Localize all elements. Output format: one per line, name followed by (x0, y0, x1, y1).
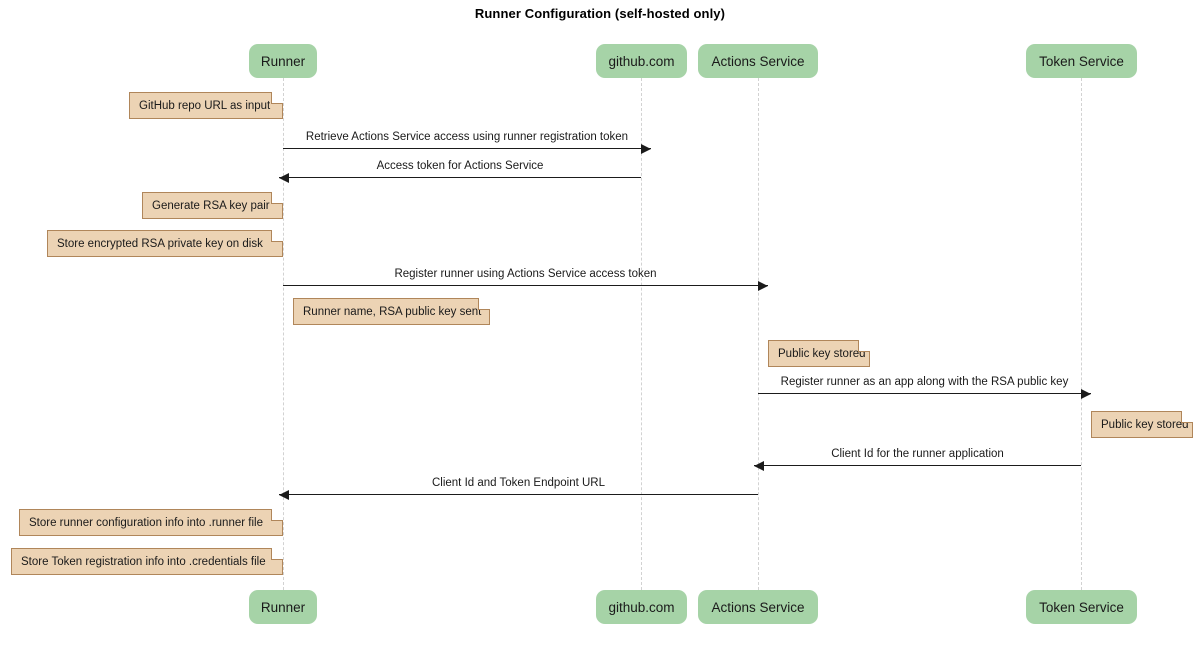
msg-access-token-label: Access token for Actions Service (376, 160, 544, 172)
participant-label: Actions Service (711, 53, 805, 69)
note-public-key-actions: Public key stored (768, 340, 870, 367)
note-repo-url: GitHub repo URL as input (129, 92, 283, 119)
msg-client-id-token-url-arrowhead (279, 490, 289, 500)
msg-client-id-arrowhead (754, 461, 764, 471)
msg-client-id-token-url-label: Client Id and Token Endpoint URL (431, 477, 606, 489)
note-text: Public key stored (1101, 418, 1189, 431)
msg-client-id-label: Client Id for the runner application (831, 448, 1004, 460)
msg-register-app-line (758, 393, 1091, 394)
msg-access-token-arrowhead (279, 173, 289, 183)
msg-retrieve-access-arrowhead (641, 144, 651, 154)
lifeline-actions (758, 78, 759, 590)
participant-footer-token[interactable]: Token Service (1026, 590, 1137, 624)
msg-register-app-label: Register runner as an app along with the… (780, 376, 1069, 388)
note-text: Generate RSA key pair (152, 199, 270, 212)
note-store-credentials-file: Store Token registration info into .cred… (11, 548, 283, 575)
lifeline-runner (283, 78, 284, 590)
participant-label: Runner (260, 53, 306, 69)
participant-label: github.com (608, 53, 675, 69)
note-public-key-token: Public key stored (1091, 411, 1193, 438)
msg-client-id-token-url-line (279, 494, 758, 495)
participant-footer-github[interactable]: github.com (596, 590, 687, 624)
participant-header-actions[interactable]: Actions Service (698, 44, 818, 78)
participant-label: Token Service (1039, 599, 1124, 615)
msg-retrieve-access-line (283, 148, 651, 149)
participant-label: Actions Service (711, 599, 805, 615)
note-fold-corner-icon (271, 192, 283, 204)
lifeline-github (641, 78, 642, 590)
note-text: Store runner configuration info into .ru… (29, 516, 263, 529)
msg-access-token-line (279, 177, 641, 178)
participant-label: Runner (260, 599, 306, 615)
msg-register-runner-label: Register runner using Actions Service ac… (394, 268, 657, 280)
note-generate-rsa: Generate RSA key pair (142, 192, 283, 219)
note-store-private-key: Store encrypted RSA private key on disk (47, 230, 283, 257)
participant-footer-runner[interactable]: Runner (249, 590, 317, 624)
note-text: Public key stored (778, 347, 866, 360)
note-text: Store Token registration info into .cred… (21, 555, 266, 568)
note-store-runner-file: Store runner configuration info into .ru… (19, 509, 283, 536)
msg-register-runner-arrowhead (758, 281, 768, 291)
note-fold-corner-icon (1181, 411, 1193, 423)
participant-header-github[interactable]: github.com (596, 44, 687, 78)
participant-label: Token Service (1039, 53, 1124, 69)
note-fold-corner-icon (271, 509, 283, 521)
msg-retrieve-access-label: Retrieve Actions Service access using ru… (305, 131, 629, 143)
participant-header-token[interactable]: Token Service (1026, 44, 1137, 78)
note-runner-name-key: Runner name, RSA public key sent (293, 298, 490, 325)
note-text: GitHub repo URL as input (139, 99, 271, 112)
note-fold-corner-icon (271, 548, 283, 560)
note-text: Runner name, RSA public key sent (303, 305, 482, 318)
note-fold-corner-icon (858, 340, 870, 352)
participant-label: github.com (608, 599, 675, 615)
msg-register-runner-line (283, 285, 768, 286)
note-text: Store encrypted RSA private key on disk (57, 237, 263, 250)
note-fold-corner-icon (478, 298, 490, 310)
participant-header-runner[interactable]: Runner (249, 44, 317, 78)
page-title: Runner Configuration (self-hosted only) (474, 6, 726, 21)
note-fold-corner-icon (271, 92, 283, 104)
note-fold-corner-icon (271, 230, 283, 242)
participant-footer-actions[interactable]: Actions Service (698, 590, 818, 624)
lifeline-token (1081, 78, 1082, 590)
msg-client-id-line (754, 465, 1081, 466)
msg-register-app-arrowhead (1081, 389, 1091, 399)
